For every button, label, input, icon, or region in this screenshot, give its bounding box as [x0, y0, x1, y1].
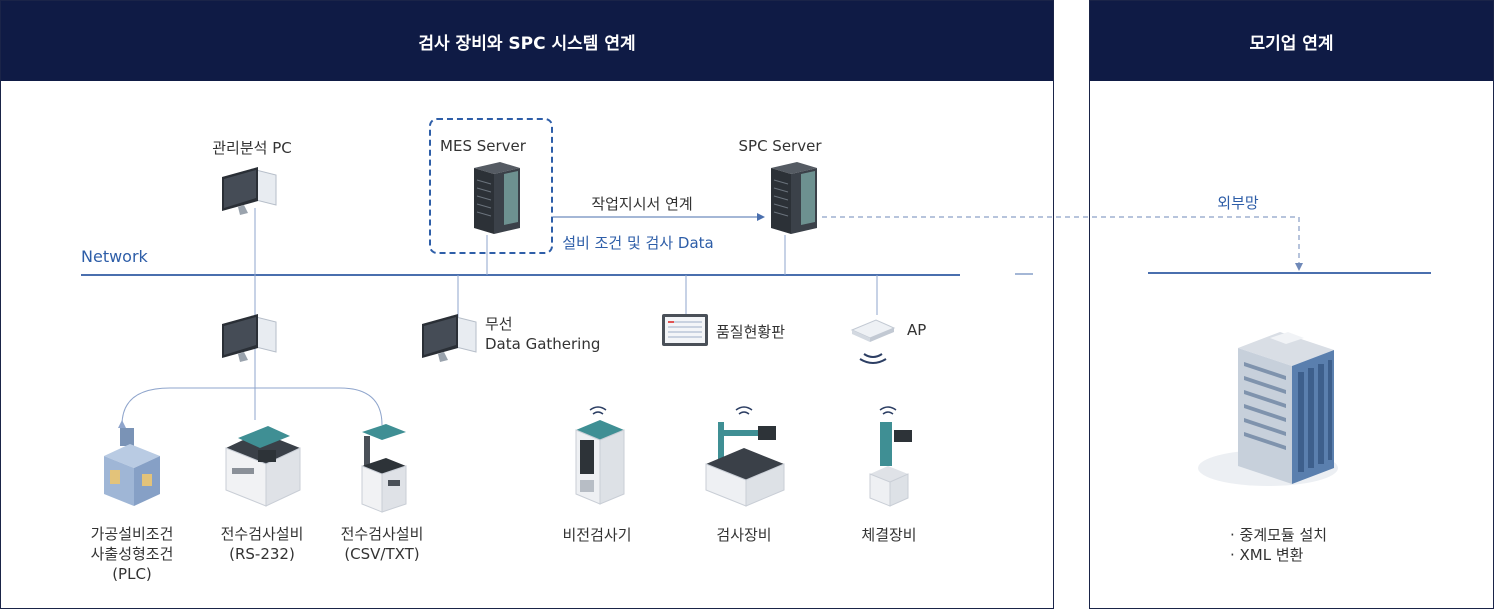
equipment-branch-curve [121, 387, 383, 426]
wireless-label: 무선 Data Gathering [485, 315, 601, 353]
vision-inspector-label: 비전검사기 [562, 526, 632, 544]
work-order-arrowhead [757, 213, 765, 221]
right-panel-title: 모기업 연계 [1090, 1, 1493, 81]
network-label: Network [81, 247, 148, 266]
equipment-data-label: 설비 조건 및 검사 Data [562, 234, 714, 252]
work-order-label: 작업지시서 연계 [591, 195, 693, 213]
left-panel: 검사 장비와 SPC 시스템 연계 [0, 0, 1054, 609]
mes-server-icon [474, 162, 520, 234]
ap-label: AP [907, 321, 927, 339]
parent-company-building-icon [1198, 332, 1338, 486]
external-arrowhead [1295, 263, 1303, 271]
parent-note-xml: · XML 변환 [1230, 546, 1304, 564]
full-inspection-csv-label: 전수검사설비 (CSV/TXT) [340, 525, 424, 563]
inspection-equipment-icon [705, 406, 785, 507]
quality-board-label: 품질현황판 [716, 323, 786, 341]
relay-pc-icon [222, 314, 277, 362]
fastening-equipment-label: 체결장비 [861, 526, 917, 544]
spc-server-icon [771, 162, 817, 234]
wireless-pc-icon [422, 314, 477, 362]
inspection-equipment-label: 검사장비 [716, 526, 772, 544]
parent-note-relay: · 중계모듈 설치 [1230, 526, 1328, 544]
full-inspection-csv-icon [361, 424, 407, 513]
mes-server-label: MES Server [440, 137, 526, 155]
full-inspection-rs-label: 전수검사설비 (RS-232) [220, 525, 304, 563]
admin-pc-icon [222, 167, 277, 215]
mes-highlight-box [429, 118, 553, 254]
left-panel-title: 검사 장비와 SPC 시스템 연계 [1, 1, 1053, 81]
external-network-label: 외부망 [1217, 194, 1259, 212]
quality-board-icon [662, 314, 708, 346]
machining-equipment-icon [104, 428, 160, 506]
vision-inspector-icon [575, 406, 625, 505]
plc-arrowhead [118, 420, 126, 428]
access-point-icon [850, 319, 896, 364]
full-inspection-rs-icon [225, 426, 301, 507]
spc-server-label: SPC Server [738, 137, 822, 155]
admin-pc-label: 관리분석 PC [212, 139, 292, 157]
machining-label: 가공설비조건 사출성형조건 (PLC) [90, 525, 174, 583]
external-dashed-link [822, 216, 1300, 266]
fastening-equipment-icon [869, 406, 912, 507]
